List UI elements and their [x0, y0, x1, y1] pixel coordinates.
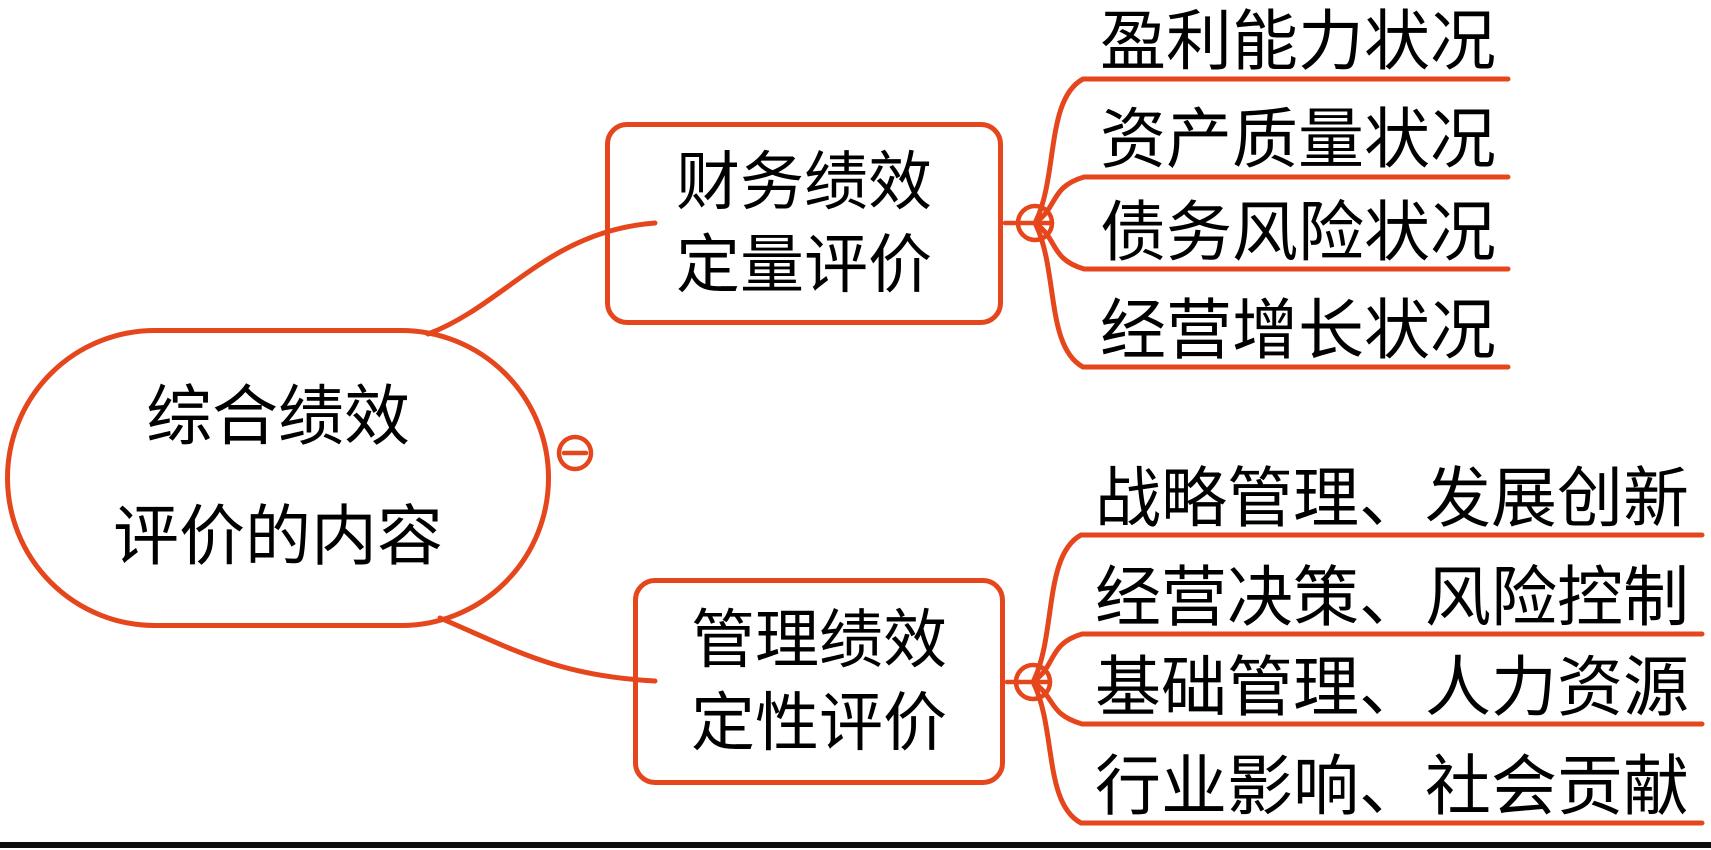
edge-manage-child-0 [1031, 532, 1705, 683]
leaf-topic[interactable]: 盈利能力状况 [1100, 6, 1496, 79]
branch-manage-line-2: 定性评价 [691, 687, 947, 759]
leaf-topic[interactable]: 经营增长状况 [1100, 295, 1496, 368]
root-topic-line-1: 综合绩效 [146, 381, 410, 454]
root-topic[interactable]: 综合绩效 评价的内容 [5, 328, 551, 628]
leaf-topic[interactable]: 资产质量状况 [1100, 104, 1496, 177]
root-collapse-icon[interactable] [556, 434, 594, 472]
branch-topic-manage[interactable]: 管理绩效 定性评价 [633, 578, 1005, 785]
edge-manage-child-1 [1031, 631, 1705, 684]
branch-finance-line-1: 财务绩效 [676, 146, 932, 218]
leaf-topic[interactable]: 行业影响、社会贡献 [1095, 751, 1689, 824]
branch-topic-finance[interactable]: 财务绩效 定量评价 [605, 122, 1003, 325]
edge-finance-child-2 [1033, 221, 1511, 272]
branch-manage-line-1: 管理绩效 [691, 604, 947, 676]
leaf-topic[interactable]: 债务风险状况 [1100, 197, 1496, 270]
bottom-divider-line [0, 842, 1711, 848]
edge-manage-child-2 [1031, 680, 1705, 727]
edge-root-to-manage [437, 615, 658, 684]
edge-finance-child-0 [1033, 76, 1511, 224]
leaf-topic[interactable]: 经营决策、风险控制 [1095, 562, 1689, 635]
leaf-topic[interactable]: 基础管理、人力资源 [1095, 652, 1689, 725]
edge-finance-child-1 [1033, 174, 1511, 225]
root-topic-line-2: 评价的内容 [113, 501, 443, 574]
edge-root-to-finance [425, 220, 658, 337]
edge-manage-child-3 [1031, 681, 1705, 826]
leaf-topic[interactable]: 战略管理、发展创新 [1095, 463, 1689, 536]
edge-finance-child-3 [1033, 222, 1511, 370]
branch-finance-line-2: 定量评价 [676, 229, 932, 301]
